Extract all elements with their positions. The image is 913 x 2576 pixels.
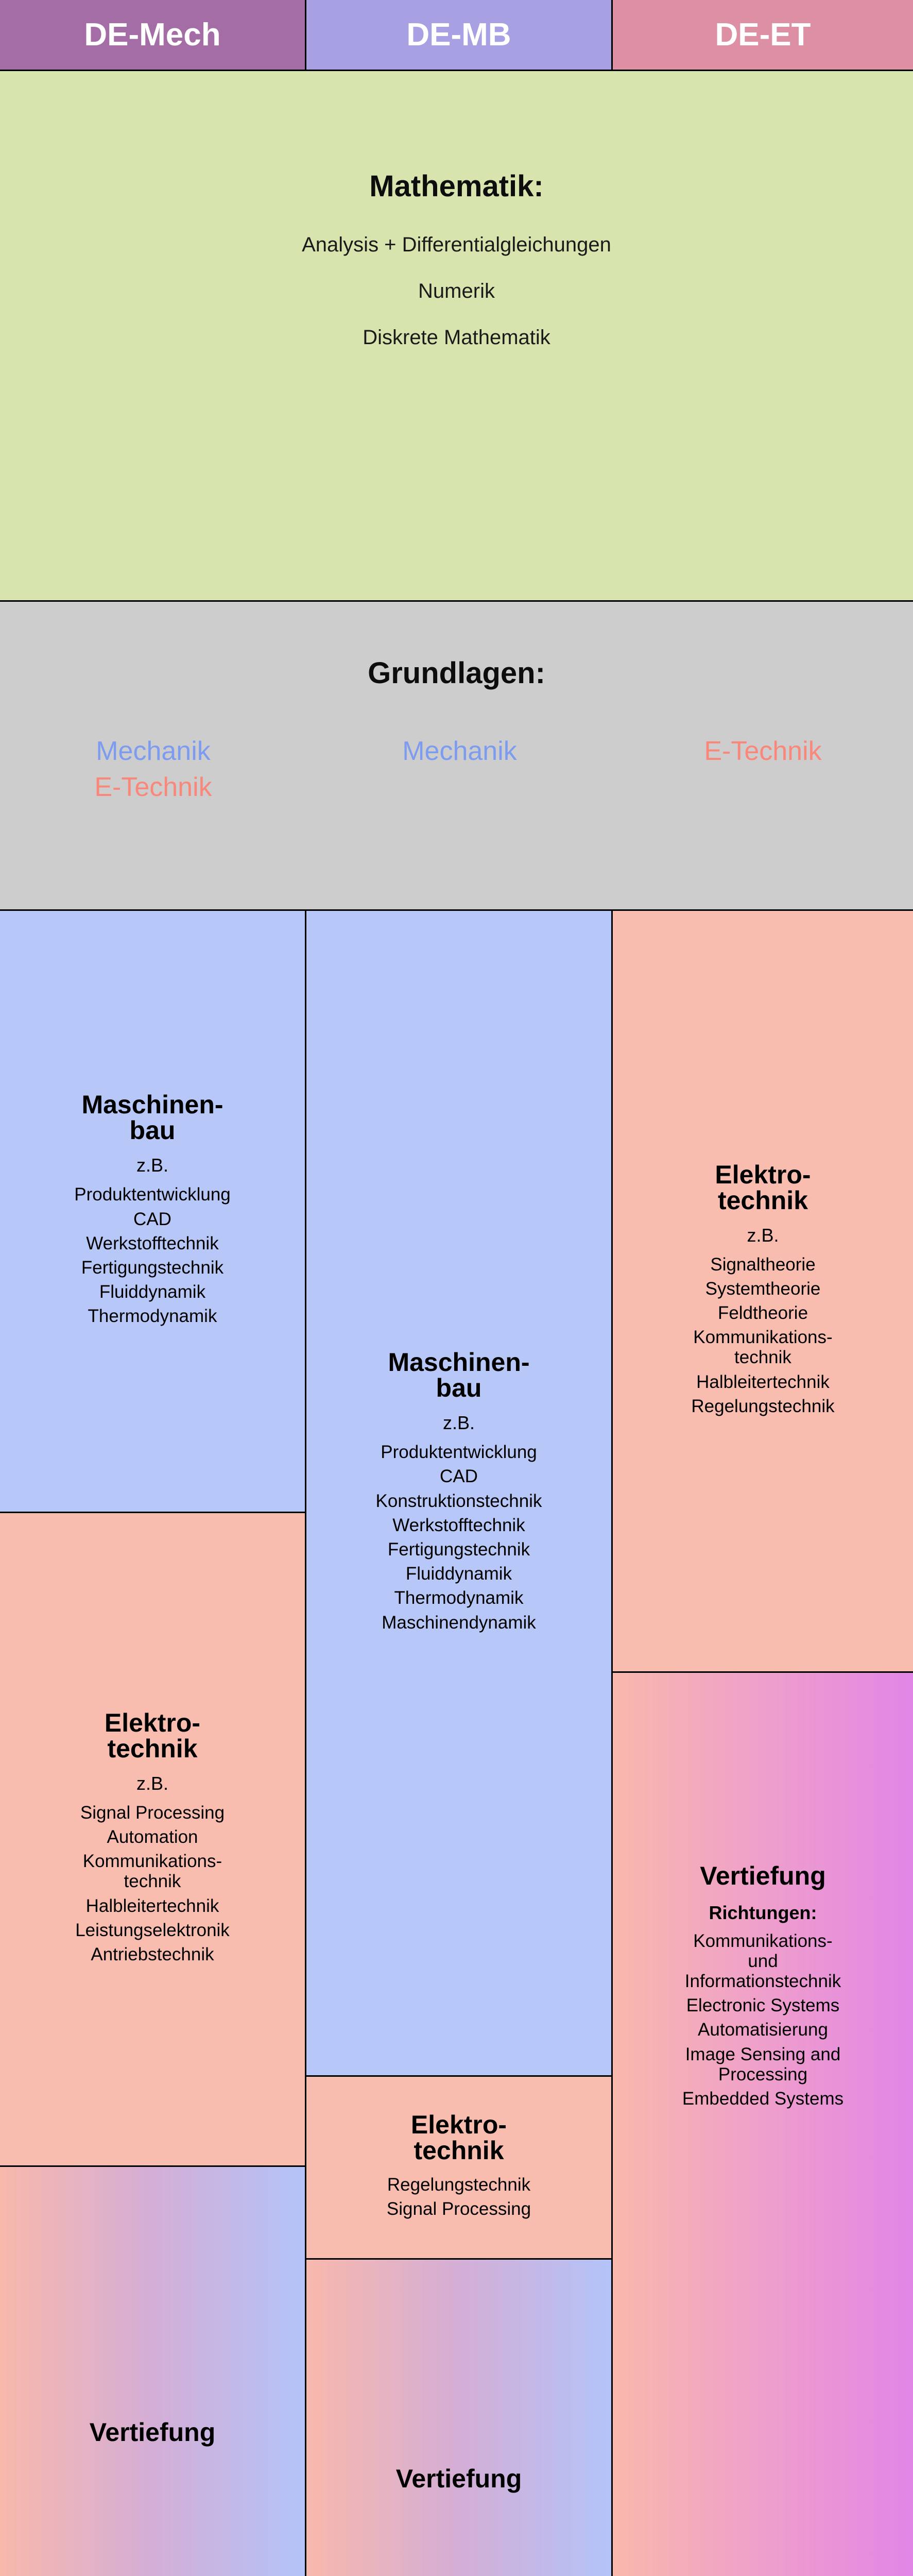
block-et-elektrotechnik: Elektro- technik z.B. Signaltheorie Syst… xyxy=(613,911,913,1673)
block-title: Elektro- technik xyxy=(104,1708,201,1763)
section-grundlagen: Grundlagen: Mechanik E-Technik Mechanik … xyxy=(0,602,913,911)
block-title: Vertiefung xyxy=(89,2417,216,2447)
column-de-et: Elektro- technik z.B. Signaltheorie Syst… xyxy=(613,911,913,2576)
block-item: Kommunikations- technik xyxy=(693,1327,833,1368)
block-et-vertiefung: Vertiefung Richtungen: Kommunikations- u… xyxy=(613,1672,913,2576)
block-title: Elektro- technik xyxy=(410,2110,507,2165)
column-de-mech: Maschinen- bau z.B. Produktentwicklung C… xyxy=(0,911,306,2576)
block-item: Embedded Systems xyxy=(682,2088,844,2109)
block-item: Regelungstechnik xyxy=(691,1396,835,1416)
block-mb-vertiefung: Vertiefung xyxy=(306,2259,611,2576)
block-item: Antriebstechnik xyxy=(91,1944,214,1964)
block-title: Maschinen- bau xyxy=(388,1348,530,1403)
block-mb-elektrotechnik: Elektro- technik Regelungstechnik Signal… xyxy=(306,2077,611,2260)
block-item: Signaltheorie xyxy=(710,1254,816,1275)
block-item: Produktentwicklung xyxy=(381,1442,537,1463)
block-item: Halbleitertechnik xyxy=(85,1895,219,1916)
block-mech-vertiefung: Vertiefung xyxy=(0,2166,305,2576)
block-item: Signal Processing xyxy=(386,2198,531,2219)
grundlagen-item-etechnik: E-Technik xyxy=(94,772,212,803)
block-title: Vertiefung xyxy=(700,1861,826,1890)
mathematik-item: Diskrete Mathematik xyxy=(363,326,550,349)
header-label-de-mb: DE-MB xyxy=(406,17,511,53)
mathematik-title: Mathematik: xyxy=(369,170,544,203)
grundlagen-columns: Mechanik E-Technik Mechanik E-Technik xyxy=(0,733,913,805)
block-item: Signal Processing xyxy=(80,1802,225,1823)
header-cell-de-et[interactable]: DE-ET xyxy=(613,0,913,70)
mathematik-item: Analysis + Differentialgleichungen xyxy=(302,233,611,256)
block-item: Konstruktionstechnik xyxy=(375,1490,542,1511)
mathematik-item: Numerik xyxy=(418,280,495,302)
header-cell-de-mb[interactable]: DE-MB xyxy=(306,0,613,70)
block-item: Kommunikations- und Informationstechnik xyxy=(684,1930,841,1991)
section-mathematik: Mathematik: Analysis + Differentialgleic… xyxy=(0,71,913,602)
grundlagen-title: Grundlagen: xyxy=(368,656,545,690)
block-example-label: z.B. xyxy=(136,1155,168,1176)
block-item: Werkstofftechnik xyxy=(86,1233,219,1253)
block-title: Elektro- technik xyxy=(715,1160,811,1215)
block-item: Image Sensing and Processing xyxy=(685,2044,841,2084)
header-label-de-mech: DE-Mech xyxy=(84,17,221,53)
block-item: Systemtheorie xyxy=(705,1278,821,1299)
column-de-mb: Maschinen- bau z.B. Produktentwicklung C… xyxy=(306,911,613,2576)
block-mb-maschinenbau: Maschinen- bau z.B. Produktentwicklung C… xyxy=(306,911,611,2077)
grundlagen-column-mech: Mechanik E-Technik xyxy=(0,733,306,805)
header-cell-de-mech[interactable]: DE-Mech xyxy=(0,0,306,70)
block-item: Thermodynamik xyxy=(394,1588,524,1608)
block-example-label: z.B. xyxy=(442,1412,475,1434)
block-item: Maschinendynamik xyxy=(382,1612,536,1633)
block-item: Leistungselektronik xyxy=(75,1920,230,1940)
block-item: Fertigungstechnik xyxy=(387,1539,530,1560)
block-example-label: z.B. xyxy=(136,1772,168,1794)
program-header-row: DE-Mech DE-MB DE-ET xyxy=(0,0,913,71)
block-item: Halbleitertechnik xyxy=(696,1371,830,1392)
block-item: Fluiddynamik xyxy=(99,1282,206,1302)
grundlagen-column-et: E-Technik xyxy=(613,733,913,805)
block-item: Fluiddynamik xyxy=(405,1564,512,1584)
block-item: Automatisierung xyxy=(698,2020,828,2040)
header-label-de-et: DE-ET xyxy=(715,17,811,53)
block-item: Feldtheorie xyxy=(717,1303,808,1323)
block-title: Vertiefung xyxy=(395,2464,522,2493)
block-item: CAD xyxy=(440,1466,478,1487)
grundlagen-item-mechanik: Mechanik xyxy=(96,736,211,766)
grundlagen-column-mb: Mechanik xyxy=(306,733,613,805)
block-subtitle: Richtungen: xyxy=(709,1902,817,1923)
block-item: Fertigungstechnik xyxy=(81,1257,224,1278)
block-item: Thermodynamik xyxy=(88,1306,217,1327)
block-example-label: z.B. xyxy=(747,1224,779,1246)
block-mech-maschinenbau: Maschinen- bau z.B. Produktentwicklung C… xyxy=(0,911,305,1513)
section-main-grid: Maschinen- bau z.B. Produktentwicklung C… xyxy=(0,911,913,2576)
block-title: Maschinen- bau xyxy=(81,1090,223,1145)
grundlagen-item-mechanik: Mechanik xyxy=(402,736,517,766)
block-item: Produktentwicklung xyxy=(74,1184,231,1205)
block-item: Kommunikations- technik xyxy=(82,1851,222,1892)
grundlagen-item-etechnik: E-Technik xyxy=(704,736,822,766)
block-item: Automation xyxy=(107,1826,198,1847)
block-item: Regelungstechnik xyxy=(387,2174,531,2195)
block-item: Werkstofftechnik xyxy=(392,1515,525,1535)
block-item: CAD xyxy=(133,1209,171,1229)
block-mech-elektrotechnik: Elektro- technik z.B. Signal Processing … xyxy=(0,1513,305,2167)
block-item: Electronic Systems xyxy=(686,1995,840,2016)
